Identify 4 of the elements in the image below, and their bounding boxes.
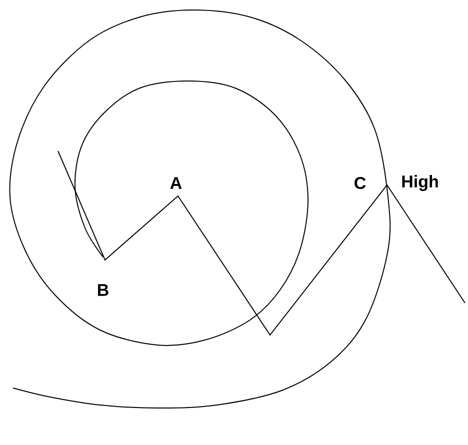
point-label: A (170, 177, 182, 189)
point-label: C (354, 176, 366, 190)
point-label: B (98, 284, 108, 296)
point-label: High (402, 175, 438, 191)
